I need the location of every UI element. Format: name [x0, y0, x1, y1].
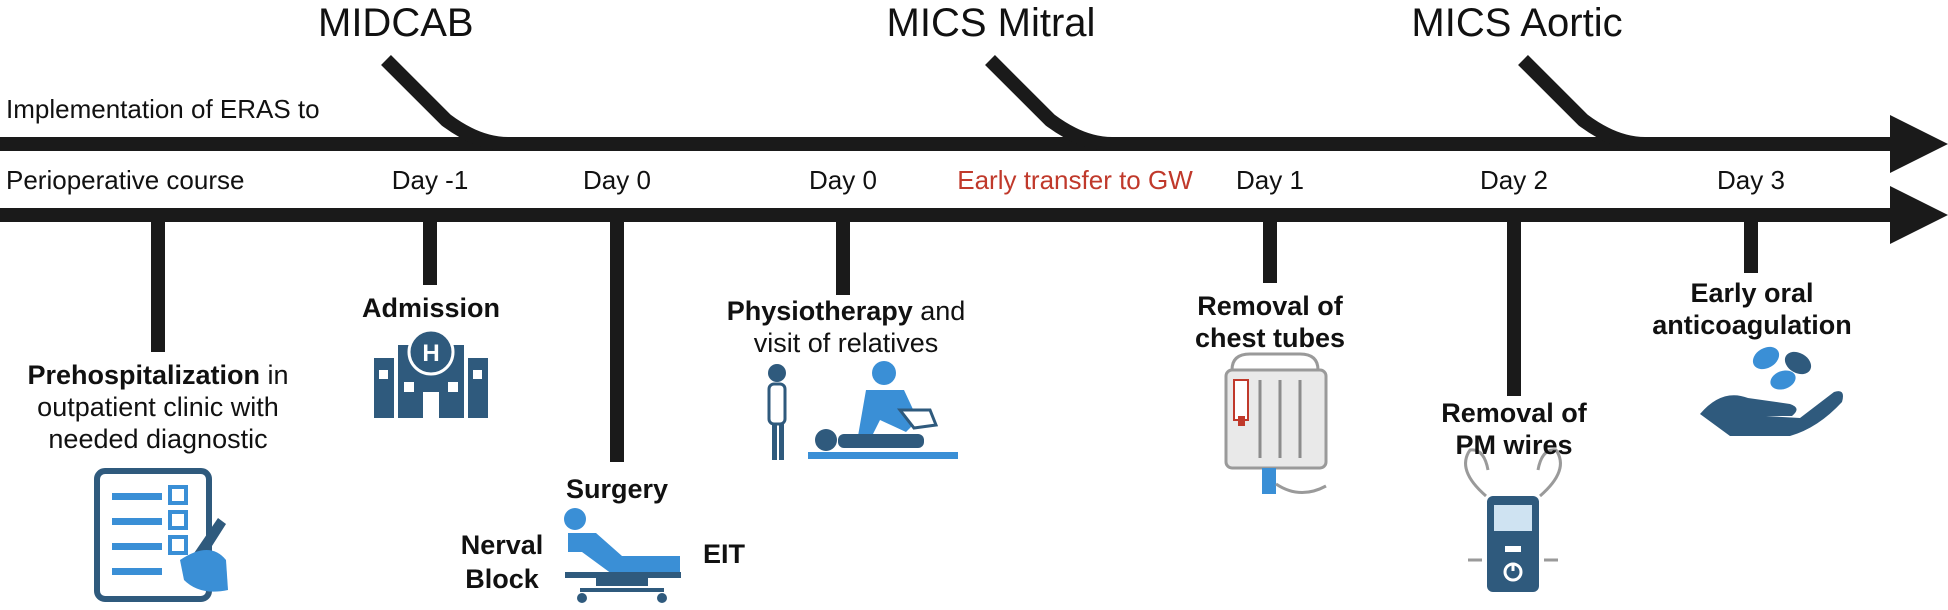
eras-line-label: Implementation of ERAS to — [6, 94, 320, 124]
hospital-icon: H — [374, 328, 488, 418]
day-label-anticoag: Day 3 — [1717, 165, 1785, 195]
pacemaker-icon — [1464, 448, 1562, 592]
chest-line1: Removal of — [1197, 291, 1343, 321]
day-label-surgery: Day 0 — [583, 165, 651, 195]
prehosp-line3: needed diagnostic — [48, 423, 268, 454]
surgery-mics-aortic: MICS Aortic — [1411, 1, 1623, 45]
anticoag-line2: anticoagulation — [1652, 309, 1852, 340]
physio-bold: Physiotherapy — [726, 296, 913, 326]
checklist-icon — [94, 468, 228, 602]
anticoag-label: Early oral anticoagulation — [1642, 278, 1862, 342]
physiotherapy-icon — [767, 361, 958, 460]
early-transfer-label: Early transfer to GW — [957, 165, 1193, 195]
svg-text:H: H — [422, 340, 439, 367]
day-label-admission: Day -1 — [391, 165, 469, 195]
nerval-block-label: Nerval Block — [452, 529, 552, 597]
surgery-label: Surgery — [565, 474, 669, 504]
physio-rest: and — [912, 296, 966, 326]
course-arrowhead — [1890, 186, 1948, 244]
day-label-pm-wires: Day 2 — [1480, 165, 1548, 195]
physio-label: Physiotherapy and visit of relatives — [708, 296, 984, 360]
eras-line — [0, 55, 1895, 151]
surgery-midcab: MIDCAB — [318, 1, 474, 45]
eit-label: EIT — [702, 539, 745, 569]
pm-wires-label: Removal of PM wires — [1414, 398, 1614, 462]
surgery-mics-mitral: MICS Mitral — [886, 1, 1096, 45]
prehosp-rest: in — [260, 360, 289, 390]
admission-label: Admission — [361, 293, 501, 323]
nerval-line: Nerval — [460, 530, 544, 560]
course-line-label: Perioperative course — [6, 165, 245, 195]
prehosp-bold: Prehospitalization — [27, 360, 260, 390]
chest-drain-icon — [1224, 352, 1328, 494]
anticoag-line1: Early oral — [1690, 278, 1814, 308]
pm-line2: PM wires — [1455, 429, 1573, 460]
day-label-physio: Day 0 — [809, 165, 877, 195]
day-label-chest-tubes: Day 1 — [1236, 165, 1304, 195]
event-ticks — [151, 215, 1758, 462]
block-line: Block — [465, 563, 539, 594]
pills-hand-icon — [1700, 346, 1843, 436]
chest-tubes-label: Removal of chest tubes — [1170, 291, 1370, 355]
prehosp-label: Prehospitalization in outpatient clinic … — [0, 360, 316, 456]
physio-line1: Physiotherapy and — [708, 296, 984, 328]
patient-bed-icon — [564, 508, 681, 603]
eras-arrowhead — [1890, 115, 1948, 173]
physio-line2: visit of relatives — [753, 327, 939, 358]
prehosp-line1: Prehospitalization in — [0, 360, 316, 392]
chest-line2: chest tubes — [1194, 322, 1346, 353]
pm-line1: Removal of — [1441, 398, 1587, 428]
prehosp-line2: outpatient clinic with — [37, 391, 279, 422]
